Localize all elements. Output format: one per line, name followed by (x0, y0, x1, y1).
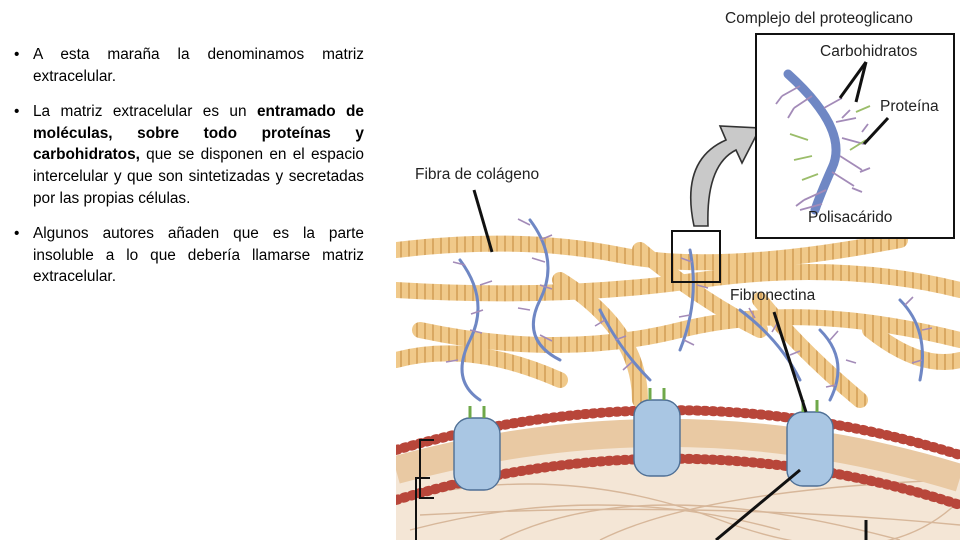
bullet-item-1: • A esta maraña la denominamos matriz ex… (14, 44, 364, 87)
complex-title-label: Complejo del proteoglicano (725, 10, 913, 27)
polysaccharide-label: Polisacárido (808, 209, 892, 226)
integrin-protein (786, 411, 834, 487)
proteoglycan-branches (445, 218, 933, 388)
bullet-item-3: • Algunos autores añaden que es la parte… (14, 223, 364, 288)
membrane-bracket (419, 439, 434, 499)
collagen-fibers (396, 232, 960, 408)
zoom-selection-box (671, 230, 721, 283)
bullet-text-2-before: La matriz extracelular es un (33, 103, 257, 121)
proteoglycan-inset-box (755, 33, 955, 239)
bullet-dot: • (14, 225, 20, 243)
zoom-arrow (690, 125, 762, 227)
bullet-text-2-after: que se disponen en el espacio intercelul… (33, 146, 364, 207)
membrane-proteins (453, 388, 834, 491)
carbohydrates-label: Carbohidratos (820, 43, 918, 60)
bullet-text-1: A esta maraña la denominamos matriz extr… (33, 46, 364, 85)
protein-label: Proteína (880, 98, 939, 115)
bullet-dot: • (14, 103, 20, 121)
bullet-list: • A esta maraña la denominamos matriz ex… (14, 44, 364, 302)
integrin-protein (633, 399, 681, 477)
bullet-text-3: Algunos autores añaden que es la parte i… (33, 225, 364, 286)
matrix-illustration (396, 218, 960, 540)
bullet-text-2-bold: entramado de moléculas, sobre todo prote… (33, 103, 364, 164)
bullet-item-2: • La matriz extracelular es un entramado… (14, 101, 364, 209)
proteoglycans (458, 218, 924, 402)
bullet-dot: • (14, 46, 20, 63)
proteoglycan-inset-drawing (775, 69, 871, 215)
fibronectin-label: Fibronectina (730, 287, 816, 304)
collagen-fiber-label: Fibra de colágeno (415, 166, 539, 183)
label-leader-lines (472, 61, 890, 540)
cell-bracket (415, 477, 430, 540)
integrin-protein (453, 417, 501, 491)
